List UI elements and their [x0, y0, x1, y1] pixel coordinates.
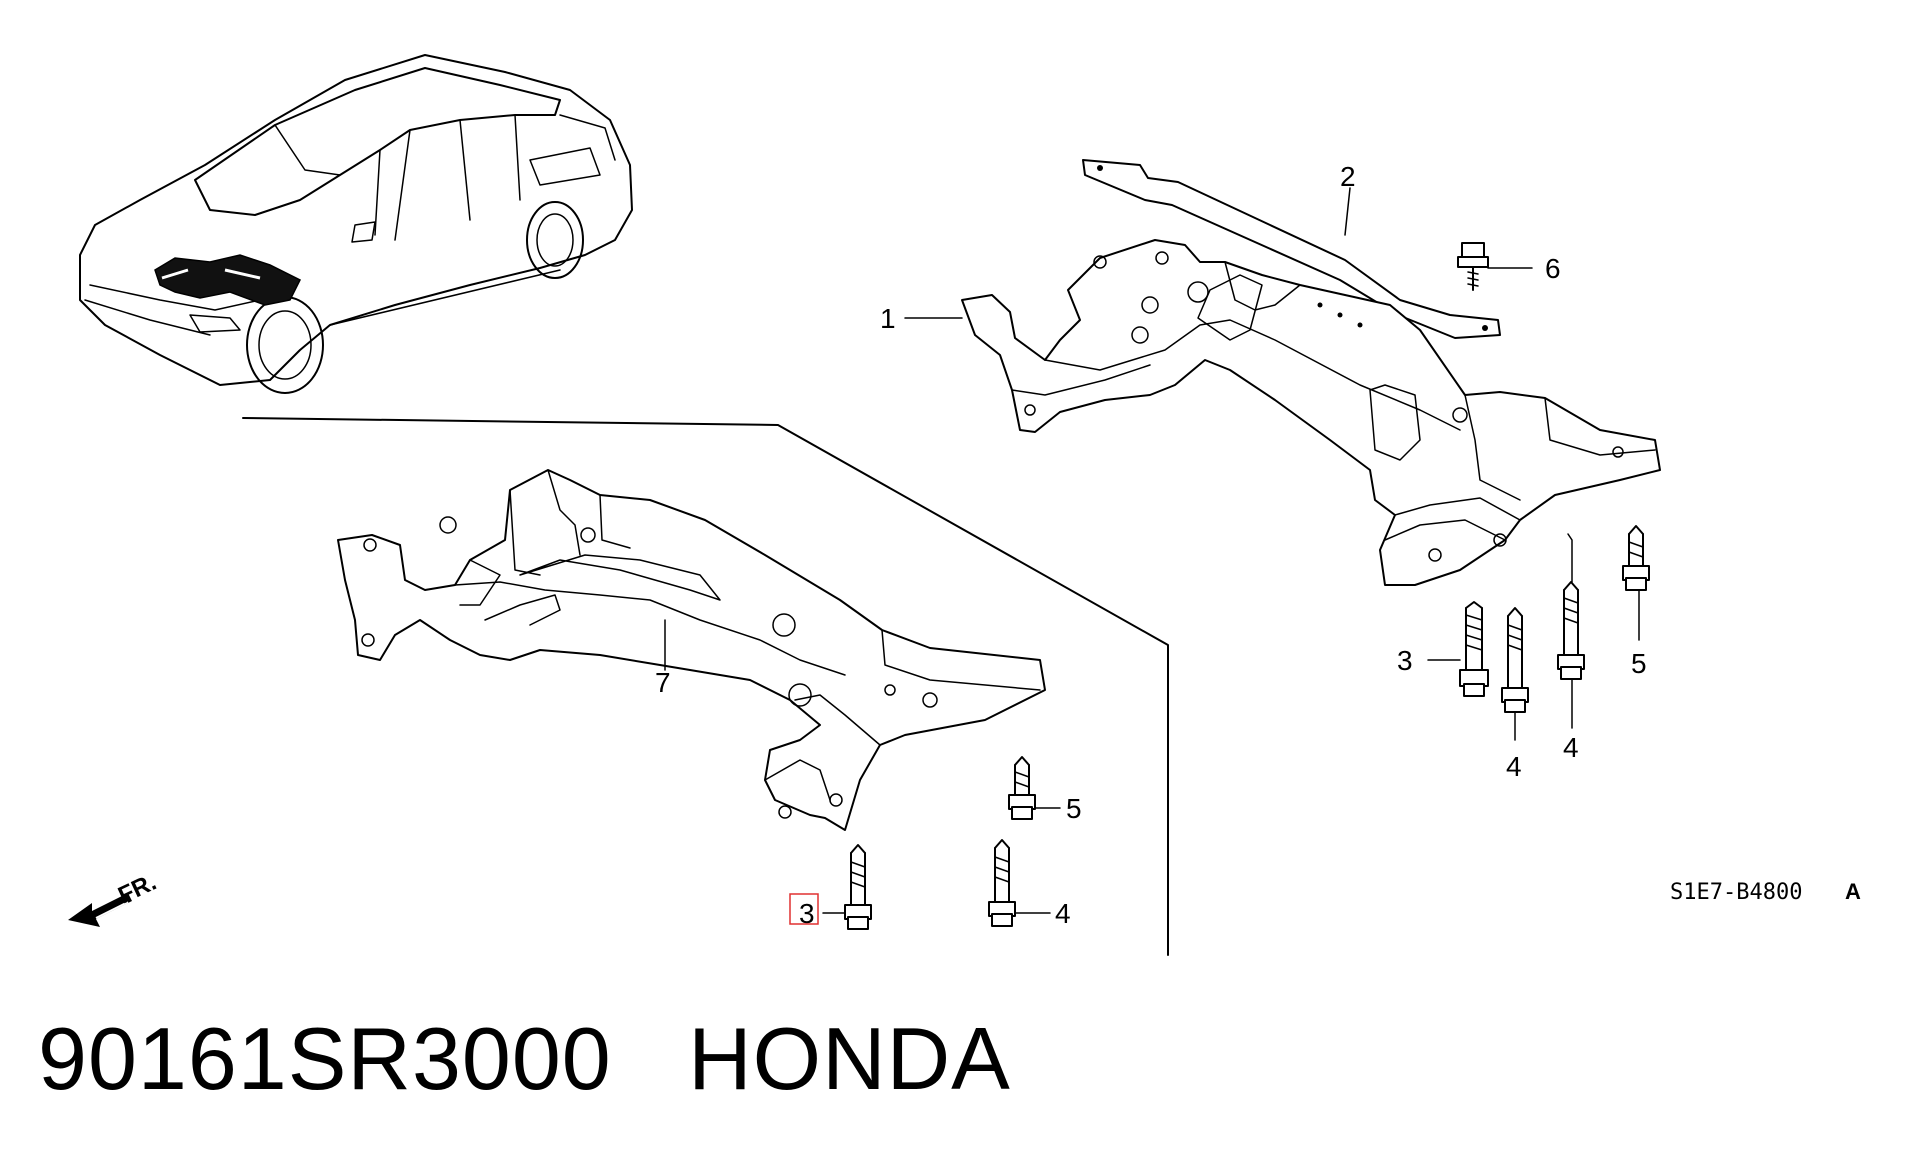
brand-name: HONDA — [688, 1009, 1011, 1108]
rear-subframe-assembly — [337, 469, 1046, 831]
callout-4-left: 4 — [1055, 898, 1071, 929]
bolt-4-right-a — [1501, 607, 1529, 713]
highlight-box — [789, 893, 819, 925]
bolt-4-right-b — [1557, 581, 1585, 680]
front-subframe-assembly — [961, 159, 1661, 586]
bolt-5-right — [1622, 525, 1650, 591]
callout-7: 7 — [655, 667, 671, 698]
callout-2: 2 — [1340, 161, 1356, 192]
callout-1: 1 — [880, 303, 896, 334]
bolt-6 — [1457, 242, 1489, 291]
callout-5-left: 5 — [1066, 793, 1082, 824]
callout-4-right-a: 4 — [1506, 751, 1522, 782]
front-direction-arrow: FR. — [68, 869, 161, 927]
section-divider-line — [242, 417, 1169, 956]
callout-3-left: 3 — [799, 898, 815, 929]
bolt-3-right — [1459, 601, 1489, 697]
callout-5-right: 5 — [1631, 648, 1647, 679]
bolt-5-left — [1008, 756, 1036, 820]
drawing-code-suffix: A — [1845, 879, 1861, 904]
car-illustration — [79, 54, 633, 394]
bolt-4-left — [988, 839, 1016, 927]
drawing-code: S1E7-B4800 — [1670, 880, 1802, 905]
callout-4-right-b: 4 — [1563, 732, 1579, 763]
callout-3-right: 3 — [1397, 645, 1413, 676]
callout-6: 6 — [1545, 253, 1561, 284]
leader-lines — [664, 187, 1640, 914]
part-number: 90161SR3000 — [38, 1009, 612, 1108]
bolt-3-left-highlighted — [844, 844, 872, 930]
part-caption: 90161SR3000 HONDA — [38, 1015, 1011, 1103]
